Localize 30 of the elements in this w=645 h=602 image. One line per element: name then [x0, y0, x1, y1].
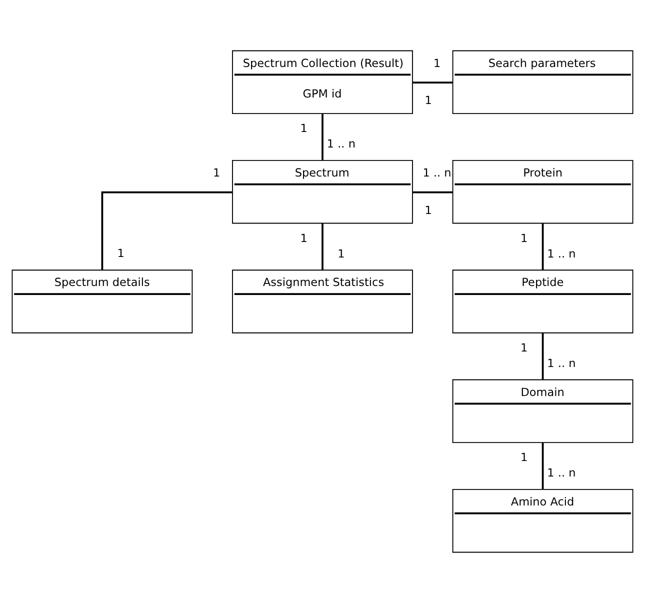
node-box: Domain — [452, 378, 634, 443]
label: 1 — [520, 450, 528, 464]
connector — [542, 222, 544, 270]
label: 1 — [433, 56, 441, 70]
label: 1 — [300, 231, 308, 244]
node-box: Peptide — [452, 269, 634, 333]
label: 1 .. n — [547, 466, 576, 480]
label: 1 — [117, 246, 124, 260]
label: 1 — [300, 122, 308, 135]
connector — [542, 332, 544, 380]
connector — [101, 190, 232, 270]
node-box: Protein — [452, 159, 634, 224]
label: 1 — [213, 166, 220, 180]
connector — [412, 81, 453, 84]
label: 1 — [424, 203, 432, 216]
label: 1 — [520, 231, 528, 244]
label: 1 .. n — [422, 166, 452, 180]
node-box: Spectrum details — [12, 269, 193, 333]
connector — [412, 190, 453, 193]
node-box: Search parameters — [452, 50, 634, 114]
label: 1 — [424, 94, 432, 107]
connector — [542, 442, 544, 489]
connector — [322, 222, 324, 270]
label: 1 .. n — [547, 246, 576, 260]
connector — [322, 113, 324, 160]
label: 1 .. n — [547, 356, 576, 370]
label: 1 .. n — [326, 137, 356, 150]
node-box: Amino Acid — [452, 488, 634, 552]
label: 1 — [338, 246, 345, 260]
label: 1 — [520, 341, 528, 354]
